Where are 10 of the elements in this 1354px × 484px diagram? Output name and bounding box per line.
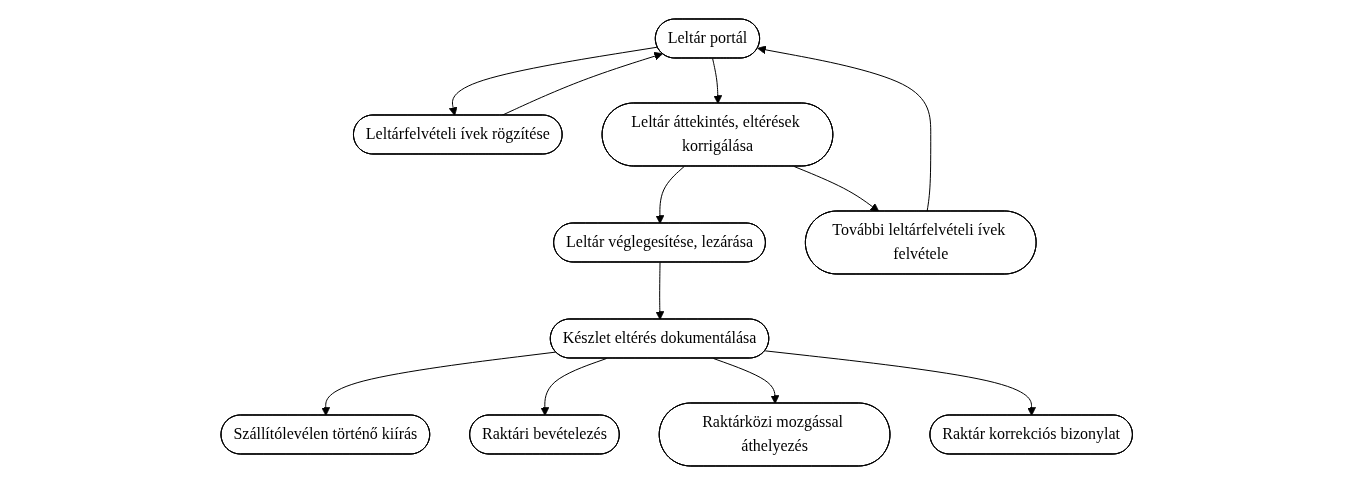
arrow bbox=[540, 357, 608, 416]
arrow bbox=[655, 261, 665, 320]
arrow bbox=[449, 46, 659, 116]
arrow bbox=[655, 165, 685, 224]
arrow bbox=[765, 349, 1037, 416]
arrow bbox=[757, 45, 932, 212]
arrow bbox=[321, 351, 557, 416]
arrow bbox=[713, 357, 780, 404]
arrow bbox=[793, 165, 880, 212]
arrow bbox=[712, 57, 723, 104]
